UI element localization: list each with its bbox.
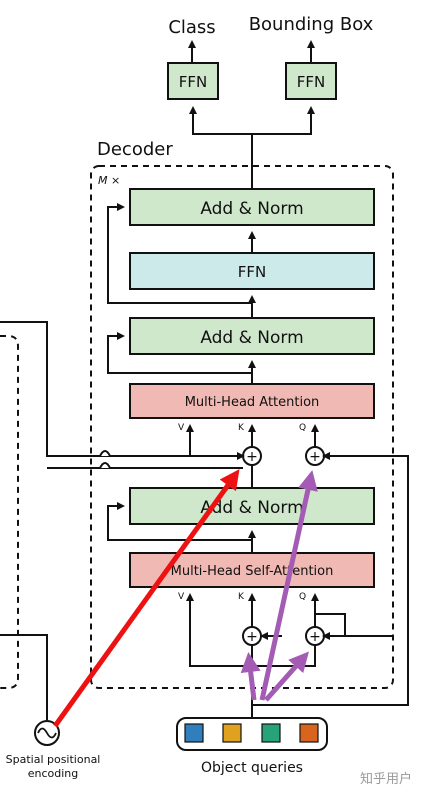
- line-to-ffn-class: [189, 106, 253, 188]
- v-self-label: V: [178, 592, 185, 602]
- encoder-memory-line: [0, 321, 245, 460]
- arrow-v-self: [186, 593, 252, 667]
- ffn-class-label: FFN: [179, 73, 207, 91]
- bounding-box-label: Bounding Box: [249, 14, 374, 35]
- ffn-middle-label: FFN: [238, 263, 266, 281]
- ffn-bbox-label: FFN: [297, 73, 325, 91]
- decoder-dashed-box: [90, 165, 394, 689]
- sine-wave-icon: [37, 727, 57, 739]
- encoder-lower-line: [0, 634, 48, 720]
- add-norm-low-label: Add & Norm: [200, 498, 303, 518]
- query-to-q-cross: [252, 452, 409, 706]
- residual-low: [107, 502, 252, 541]
- query-token-4: [299, 723, 319, 743]
- mha-box: [129, 383, 375, 419]
- plus-q-self-sign: +: [309, 629, 321, 645]
- encoder-dashed-box: [0, 335, 19, 689]
- plus-q-cross-sign: +: [309, 449, 321, 465]
- object-queries-label: Object queries: [201, 760, 303, 776]
- k-cross-label: K: [238, 423, 245, 433]
- self-loop: [314, 613, 346, 636]
- plus-k-self-sign: +: [246, 629, 258, 645]
- red-annotation-arrow: [52, 469, 240, 728]
- residual-mid: [107, 332, 252, 374]
- add-norm-top-label: Add & Norm: [200, 199, 303, 219]
- repeat-label: M ×: [98, 174, 120, 187]
- hop-1: [99, 450, 111, 457]
- watermark-text: 知乎用户: [360, 771, 412, 787]
- mha-label: Multi-Head Attention: [185, 395, 320, 410]
- hop-2: [99, 462, 111, 469]
- decoder-title: Decoder: [97, 139, 173, 160]
- query-token-2: [222, 723, 242, 743]
- purple-arrow-to-q-cross: [259, 470, 318, 701]
- mhsa-label: Multi-Head Self-Attention: [171, 564, 334, 579]
- purple-arrow-to-q-self: [264, 651, 309, 702]
- ffn-middle-box: [129, 252, 375, 290]
- ffn-bbox-box: [285, 62, 337, 100]
- purple-arrow-to-k-self: [240, 652, 261, 701]
- spatial-label-line2: encoding: [28, 767, 79, 780]
- plus-k-cross-sign: +: [246, 449, 258, 465]
- residual-top: [107, 203, 252, 304]
- v-cross-label: V: [178, 423, 185, 433]
- query-token-1: [184, 723, 204, 743]
- query-token-3: [261, 723, 281, 743]
- add-norm-top-box: [129, 188, 375, 226]
- mhsa-box: [129, 552, 375, 588]
- k-self-label: K: [238, 592, 245, 602]
- query-to-q-self: [252, 645, 316, 667]
- ffn-class-box: [167, 62, 219, 100]
- add-norm-low-box: [129, 487, 375, 525]
- spatial-label-line1: Spatial positional: [6, 753, 101, 766]
- class-label: Class: [168, 17, 215, 38]
- line-to-ffn-bbox: [252, 106, 315, 135]
- add-norm-mid-box: [129, 317, 375, 355]
- q-cross-label: Q: [299, 423, 306, 433]
- q-self-label: Q: [299, 592, 306, 602]
- object-queries-box: [176, 717, 328, 751]
- add-norm-mid-label: Add & Norm: [200, 328, 303, 348]
